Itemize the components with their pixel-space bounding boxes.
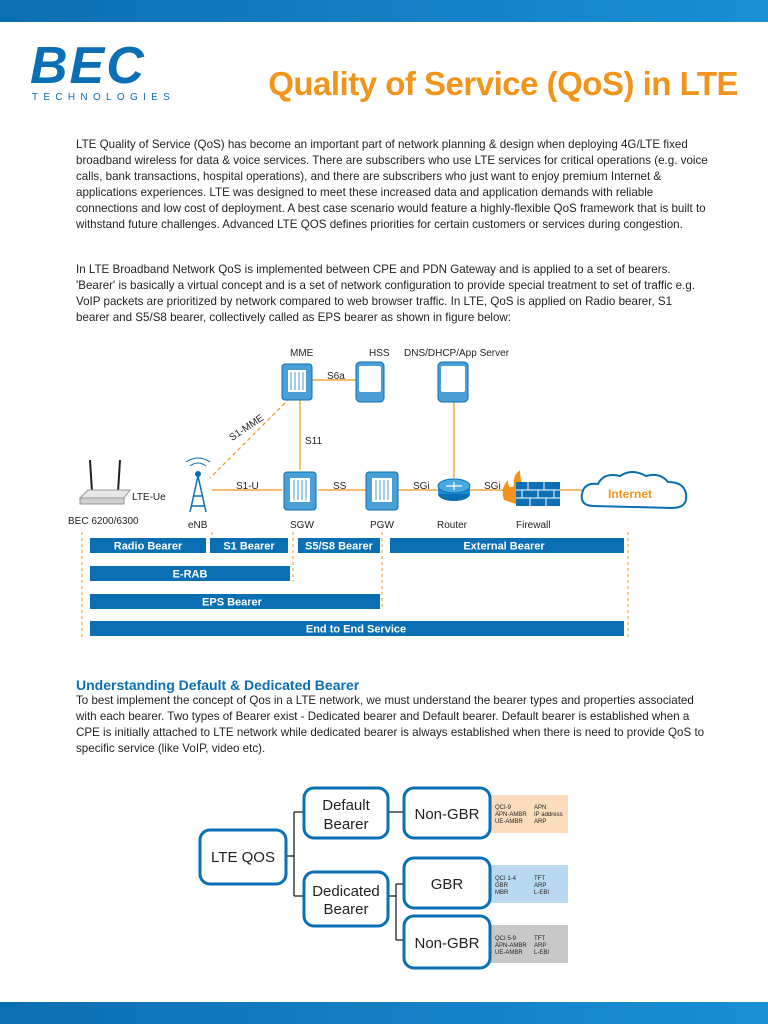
internet-cloud-icon <box>580 471 688 510</box>
s1-bearer-label: S1 Bearer <box>223 541 275 553</box>
ue-model-label: BEC 6200/6300 <box>68 516 139 527</box>
firewall-label: Firewall <box>516 520 550 531</box>
eps-bearer-label: EPS Bearer <box>202 597 263 609</box>
dedicated-bearer-node <box>302 870 390 928</box>
bearer-guides <box>81 532 629 638</box>
info-text: ARP <box>534 943 546 949</box>
info-text: TFT <box>534 936 545 942</box>
info-text: QCI 5-9 <box>495 936 517 942</box>
external-bearer-label: External Bearer <box>463 541 545 553</box>
router-label: Router <box>437 520 468 531</box>
sgi-label-2: SGi <box>484 481 501 492</box>
ss-label: SS <box>333 481 347 492</box>
info-text: TFT <box>534 876 545 882</box>
gbr-label: GBR <box>431 876 464 893</box>
gbr-info-panel <box>490 865 568 903</box>
lte-qos-label: LTE QOS <box>211 849 275 866</box>
s1-bearer-bar <box>210 538 288 553</box>
s5s8-bearer-bar <box>298 538 380 553</box>
default-info-text: QCI-9 APN-AMBR UE-AMBR APN IP address AR… <box>495 805 563 825</box>
info-text: QCI-9 <box>495 805 512 811</box>
info-text: UE-AMBR <box>495 950 523 956</box>
page-title: Quality of Service (QoS) in LTE <box>268 65 738 102</box>
external-bearer-bar <box>390 538 624 553</box>
dedicated-nongbr-node <box>402 914 492 970</box>
default-nongbr-node <box>402 786 492 840</box>
dedicated-bearer-label-2: Bearer <box>323 901 368 918</box>
enb-label: eNB <box>188 520 208 531</box>
default-bearer-node <box>302 786 390 840</box>
eps-bearer-bar <box>90 594 380 609</box>
bec-logo: BEC TECHNOLOGIES <box>30 40 195 106</box>
info-text: APN-AMBR <box>495 943 527 949</box>
s1u-label: S1-U <box>236 481 259 492</box>
hss-server-icon <box>355 361 385 403</box>
radio-bearer-bar <box>90 538 206 553</box>
info-text: GBR <box>495 883 509 889</box>
info-text: APN <box>534 805 546 811</box>
default-bearer-label-1: Default <box>322 797 370 814</box>
e2e-service-bar <box>90 621 624 636</box>
hss-label: HSS <box>369 348 390 359</box>
default-bearer-label-2: Bearer <box>323 816 368 833</box>
qos-tree-diagram: QCI-9 APN-AMBR UE-AMBR APN IP address AR… <box>198 786 568 970</box>
sgw-server-icon <box>283 471 317 511</box>
info-text: ARP <box>534 883 546 889</box>
info-text: APN-AMBR <box>495 812 527 818</box>
top-banner <box>0 0 768 22</box>
dns-label: DNS/DHCP/App Server <box>404 348 510 359</box>
erab-bar <box>90 566 290 581</box>
intro-paragraph-1: LTE Quality of Service (QoS) has become … <box>76 138 708 231</box>
ue-label: LTE-Ue <box>132 492 166 503</box>
intro-paragraph-2: In LTE Broadband Network QoS is implemen… <box>76 263 695 324</box>
cpe-router-icon <box>78 459 131 505</box>
sgw-label: SGW <box>290 520 314 531</box>
info-text: L-EBI <box>534 950 549 956</box>
e2e-service-label: End to End Service <box>306 624 406 636</box>
default-nongbr-label: Non-GBR <box>414 806 479 823</box>
info-text: L-EBI <box>534 890 549 896</box>
nongbr-info-text: QCI 5-9 APN-AMBR UE-AMBR TFT ARP L-EBI <box>495 936 549 956</box>
mme-server-icon <box>281 363 313 401</box>
info-text: ARP <box>534 819 546 825</box>
radio-bearer-label: Radio Bearer <box>114 541 183 553</box>
default-info-panel <box>490 795 568 833</box>
logo-tagline: TECHNOLOGIES <box>32 92 176 103</box>
lte-network-diagram: MME S6a HSS DNS/DHCP/App Server S11 S1-M… <box>68 348 688 638</box>
firewall-icon <box>502 470 560 506</box>
section-paragraph: To best implement the concept of Qos in … <box>76 694 705 755</box>
info-text: MBR <box>495 890 509 896</box>
pgw-label: PGW <box>370 520 394 531</box>
gbr-node <box>402 856 492 910</box>
dedicated-bearer-label-1: Dedicated <box>312 883 380 900</box>
enb-tower-icon <box>185 457 211 513</box>
info-text: IP address <box>534 812 563 818</box>
section-heading: Understanding Default & Dedicated Bearer <box>76 677 360 693</box>
erab-label: E-RAB <box>173 569 208 581</box>
internet-label: Internet <box>608 487 652 501</box>
s5s8-bearer-label: S5/S8 Bearer <box>305 541 374 553</box>
lte-qos-node <box>198 828 288 886</box>
info-text: UE-AMBR <box>495 819 523 825</box>
info-text: QCI 1-4 <box>495 876 517 882</box>
logo-wordmark: BEC <box>30 37 146 95</box>
pgw-server-icon <box>365 471 399 511</box>
router-icon <box>437 478 471 501</box>
sgi-label-1: SGi <box>413 481 430 492</box>
tree-connectors <box>286 811 404 941</box>
s6a-label: S6a <box>327 371 345 382</box>
dedicated-nongbr-label: Non-GBR <box>414 935 479 952</box>
mme-label: MME <box>290 348 314 359</box>
diagram-links <box>209 379 582 491</box>
gbr-info-text: QCI 1-4 GBR MBR TFT ARP L-EBI <box>495 876 549 896</box>
s11-label: S11 <box>305 436 322 447</box>
nongbr-info-panel <box>490 925 568 963</box>
dns-server-icon <box>437 361 469 403</box>
bottom-banner <box>0 1002 768 1024</box>
